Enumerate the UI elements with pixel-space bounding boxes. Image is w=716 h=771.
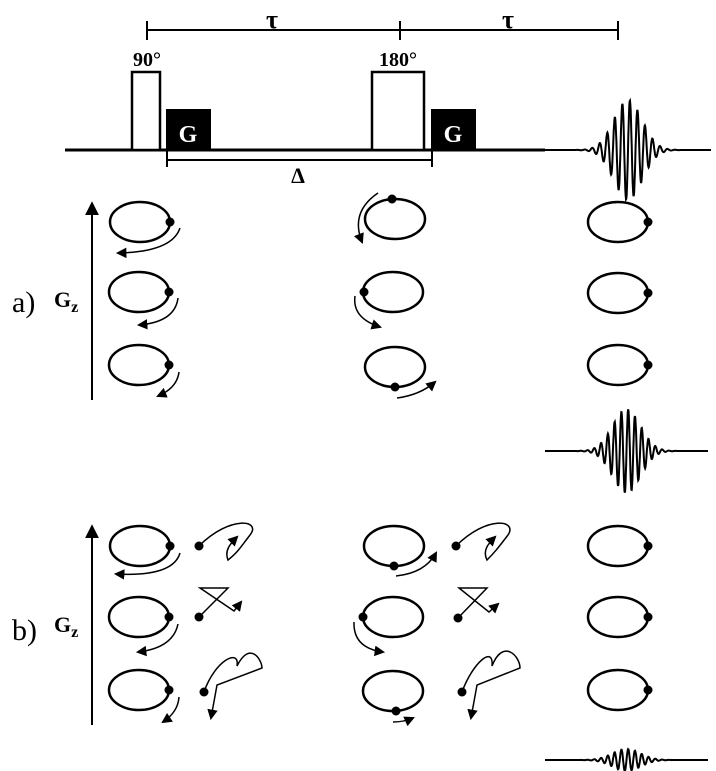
gradient-pulse-1-label: G <box>179 122 198 148</box>
pulse-90-label: 90° <box>133 49 161 71</box>
pulse-180-block <box>370 70 426 152</box>
panel-b-spin-col2-bot <box>361 669 425 727</box>
gradient-pulse-1 <box>166 109 211 150</box>
panel-b-diffusion-path-col2-bot <box>457 650 521 721</box>
delta-label: Δ <box>291 163 305 188</box>
pulse-180-label: 180° <box>379 49 417 71</box>
pulse-90-block <box>130 70 162 152</box>
panel-b-spin-col3-mid <box>586 595 653 639</box>
panel-b-label: b) <box>12 614 37 647</box>
panel-a-spin-col1-bot <box>107 343 180 398</box>
panel-b-spin-col1-top <box>108 524 181 580</box>
panel-a-label: a) <box>12 286 35 319</box>
tau-timing-bars <box>146 21 619 40</box>
tau-label-second: τ <box>502 5 514 34</box>
panel-b-diffusion-path-col1-top <box>194 522 254 562</box>
panel-a-spin-col1-mid <box>107 270 179 330</box>
panel-b-diffusion-path-col1-bot <box>199 652 263 721</box>
gradient-pulse-2-label: G <box>444 122 463 148</box>
panel-a: a) Gz <box>12 192 708 493</box>
panel-b: b) Gz <box>12 522 708 771</box>
panel-a-spin-col3-mid <box>586 271 653 315</box>
panel-b-gradient-axis-label: Gz <box>54 612 78 641</box>
panel-b-spin-col2-mid <box>353 595 425 657</box>
panel-a-spin-col2-top <box>354 192 427 244</box>
pulse-sequence: τ τ 90° G 180° G Δ <box>65 5 711 203</box>
panel-b-spin-col3-top <box>586 524 653 568</box>
panel-a-spin-col3-bot <box>586 343 653 387</box>
panel-b-spin-col3-bot <box>586 668 653 712</box>
delta-bracket <box>166 150 433 167</box>
panel-a-spin-col1-top <box>108 200 181 259</box>
panel-a-spin-col2-mid <box>353 270 425 330</box>
panel-b-diffusion-path-col2-top <box>451 522 511 562</box>
echo-signal <box>545 97 711 203</box>
panel-b-spin-col1-bot <box>107 668 180 724</box>
panel-b-diffusion-path-col2-mid <box>453 587 500 623</box>
tau-label-first: τ <box>266 5 278 34</box>
panel-b-spin-col2-top <box>362 524 438 577</box>
panel-a-spin-col2-bot <box>363 345 437 399</box>
panel-a-spin-col3-top <box>586 200 653 244</box>
panel-a-gradient-axis-label: Gz <box>54 287 78 316</box>
gradient-pulse-2 <box>431 109 476 150</box>
panel-b-attenuated-echo-signal <box>545 747 708 771</box>
panel-a-echo-signal <box>545 409 708 493</box>
panel-b-diffusion-path-col1-mid <box>194 587 243 622</box>
panel-b-spin-col1-mid <box>107 595 179 657</box>
